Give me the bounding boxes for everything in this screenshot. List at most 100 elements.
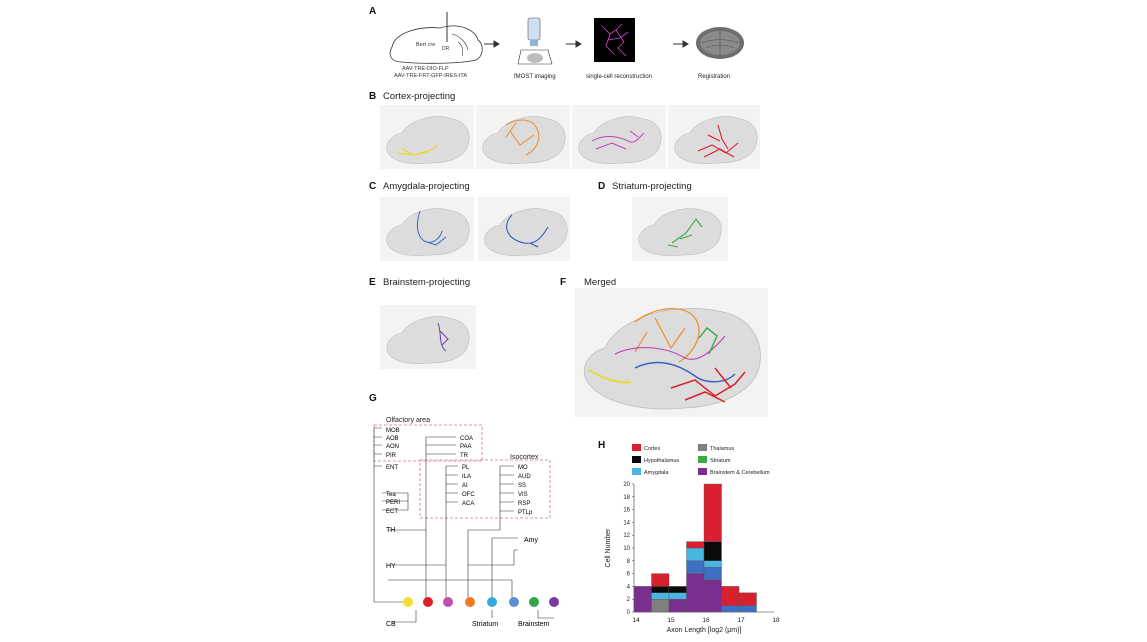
- panel-letter-d: D: [598, 181, 606, 192]
- amy-label: Amy: [524, 537, 539, 544]
- x-tick-label: 14: [632, 617, 640, 624]
- fmost-imaging-icon: [517, 17, 553, 65]
- y-tick-label: 10: [623, 546, 630, 552]
- histogram-bar-segment: [703, 560, 722, 568]
- y-tick-label: 2: [627, 597, 631, 603]
- panel-letter-b: B: [369, 91, 377, 102]
- dot-red: [423, 597, 433, 607]
- dot-lightblue: [487, 597, 497, 607]
- x-tick-label: 18: [772, 617, 780, 624]
- fmost-imaging-label: fMOST imaging: [514, 74, 556, 80]
- x-tick-label: 17: [737, 617, 745, 624]
- histogram-bar-segment: [686, 573, 705, 613]
- legend-label: Thalamus: [710, 446, 734, 452]
- dot-purple: [549, 597, 559, 607]
- mouse-brain-sagittal-icon: [389, 12, 483, 64]
- dot-blue: [509, 597, 519, 607]
- pfc-ai: AI: [462, 483, 468, 489]
- histogram-bar-segment: [633, 586, 652, 613]
- panel-title-c: Amygdala-projecting: [383, 181, 470, 192]
- y-axis-label: Cell Number: [605, 528, 612, 568]
- cb-label: CB: [386, 621, 396, 628]
- histogram-bar-segment: [721, 586, 740, 606]
- olf-aon: AON: [386, 444, 399, 450]
- histogram-bar-segment: [651, 573, 670, 587]
- y-tick-label: 0: [627, 610, 631, 616]
- projection-schematic: Olfactory area MOB AOB AON PIR COA PAA T…: [373, 417, 559, 628]
- panel-letter-f: F: [560, 277, 567, 288]
- olf-tr: TR: [460, 453, 469, 459]
- histogram-bar-segment: [668, 598, 687, 613]
- pfc-orb: OFC: [462, 492, 475, 498]
- histogram-bars: [633, 483, 757, 613]
- iso-ptlp: PTLp: [518, 510, 533, 516]
- neuron-trace-orange: [505, 119, 540, 156]
- cre-line-label: Bert cre: [416, 42, 435, 48]
- brainstem-label: Brainstem: [518, 621, 550, 628]
- temporal-tea: Tea: [386, 492, 396, 498]
- histogram-bar-segment: [703, 541, 722, 561]
- y-tick-label: 20: [623, 482, 630, 488]
- histogram-bar-segment: [738, 605, 757, 613]
- panel-title-d: Striatum-projecting: [612, 181, 692, 192]
- legend-label: Amygdala: [644, 470, 669, 476]
- histogram-bar-segment: [686, 541, 705, 549]
- virus-label-1: AAV-TRE-DIO-FLP: [402, 66, 449, 72]
- olf-paa: PAA: [460, 444, 472, 450]
- reconstruction-label: single-cell reconstruction: [586, 74, 652, 80]
- pfc-pl: PL: [462, 465, 470, 471]
- x-tick-label: 16: [702, 617, 710, 624]
- legend-swatch: [698, 444, 707, 451]
- pipeline-arrows: [484, 40, 689, 48]
- neuron-trace-yellow: [397, 144, 439, 156]
- striatum-label: Striatum: [472, 621, 498, 628]
- iso-mo: MO: [518, 465, 528, 471]
- x-tick-label: 15: [667, 617, 675, 624]
- amygdala-projecting-brains: [380, 197, 570, 261]
- legend-label: Hypothalamus: [644, 458, 679, 464]
- legend-swatch: [632, 456, 641, 463]
- temporal-ect: ECT: [386, 509, 398, 515]
- dot-orange: [465, 597, 475, 607]
- y-tick-label: 12: [623, 533, 630, 539]
- olfactory-title: Olfactory area: [386, 417, 430, 424]
- histogram-bar-segment: [703, 483, 722, 542]
- neuron-trace-red: [697, 124, 739, 158]
- iso-vis: VIS: [518, 492, 528, 498]
- panel-letter-g: G: [369, 393, 377, 404]
- histogram-bar-segment: [668, 586, 687, 593]
- x-axis-label: Axon Length [log2 (μm)]: [667, 627, 742, 634]
- ent-label: ENT: [386, 465, 398, 471]
- olf-aob: AOB: [386, 436, 399, 442]
- neuron-trace-green: [667, 218, 703, 248]
- neuron-trace-magenta: [591, 130, 645, 150]
- olf-coa: COA: [460, 436, 473, 442]
- injection-site-label: DR: [442, 46, 450, 52]
- y-tick-label: 4: [627, 584, 631, 590]
- cortex-projecting-brains: [380, 105, 760, 169]
- histogram-bar-segment: [703, 566, 722, 581]
- isocortex-box: [419, 459, 551, 519]
- hy-label: HY: [386, 563, 396, 570]
- olf-pir: PIR: [386, 453, 397, 459]
- isocortex-title: Isocortex: [510, 454, 539, 461]
- y-tick-label: 6: [627, 572, 631, 578]
- iso-ss: SS: [518, 483, 526, 489]
- cell-type-dots: [403, 597, 559, 607]
- neuron-trace-purple: [437, 322, 449, 352]
- projection-wires: [373, 427, 554, 623]
- histogram-bar-segment: [651, 586, 670, 593]
- dot-green: [529, 597, 539, 607]
- panel-title-f: Merged: [584, 277, 617, 288]
- panel-a-pipeline: Bert cre DR AAV-TRE-DIO-FLP AAV-TRE-FRT-…: [389, 12, 744, 80]
- histogram-bar-segment: [686, 547, 705, 562]
- histogram-bar-segment: [668, 592, 687, 600]
- legend-label: Striatum: [710, 458, 731, 464]
- panel-letter-e: E: [369, 277, 376, 288]
- neuron-trace-blue-1: [416, 210, 447, 246]
- dot-magenta: [443, 597, 453, 607]
- histogram-bar-segment: [686, 560, 705, 574]
- panel-letter-a: A: [369, 6, 377, 17]
